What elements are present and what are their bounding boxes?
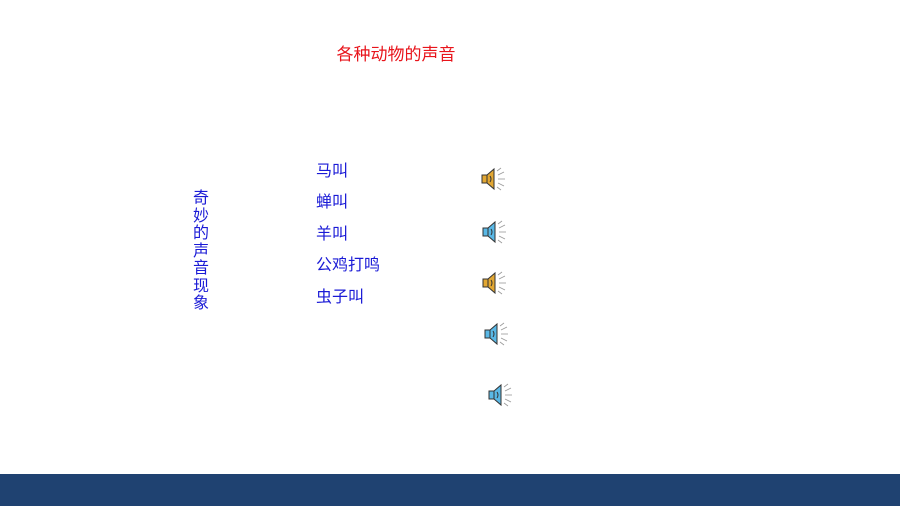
side-caption-char: 音 <box>192 258 209 277</box>
sound-link-rooster[interactable]: 公鸡打鸣 <box>316 255 381 274</box>
sound-link-horse[interactable]: 马叫 <box>316 161 349 180</box>
speaker-blue-icon[interactable] <box>483 322 513 346</box>
sound-link-cicada[interactable]: 蝉叫 <box>316 192 349 211</box>
speaker-gold-icon[interactable] <box>480 167 510 191</box>
side-caption-char: 现 <box>192 275 209 295</box>
side-caption-char: 象 <box>192 293 209 312</box>
speaker-gold-icon[interactable] <box>481 271 511 295</box>
footer-bar <box>0 474 900 506</box>
side-caption-char: 的 <box>192 223 209 242</box>
speaker-blue-icon[interactable] <box>481 220 511 244</box>
sound-link-insect[interactable]: 虫子叫 <box>316 287 365 306</box>
side-caption: 奇 妙 的 声 音 现 象 <box>191 189 211 312</box>
speaker-blue-icon[interactable] <box>487 383 517 407</box>
slide-title: 各种动物的声音 <box>336 45 456 65</box>
side-caption-char: 妙 <box>192 205 209 225</box>
side-caption-char: 奇 <box>192 188 209 207</box>
sound-link-sheep[interactable]: 羊叫 <box>316 224 349 243</box>
side-caption-char: 声 <box>192 240 209 260</box>
